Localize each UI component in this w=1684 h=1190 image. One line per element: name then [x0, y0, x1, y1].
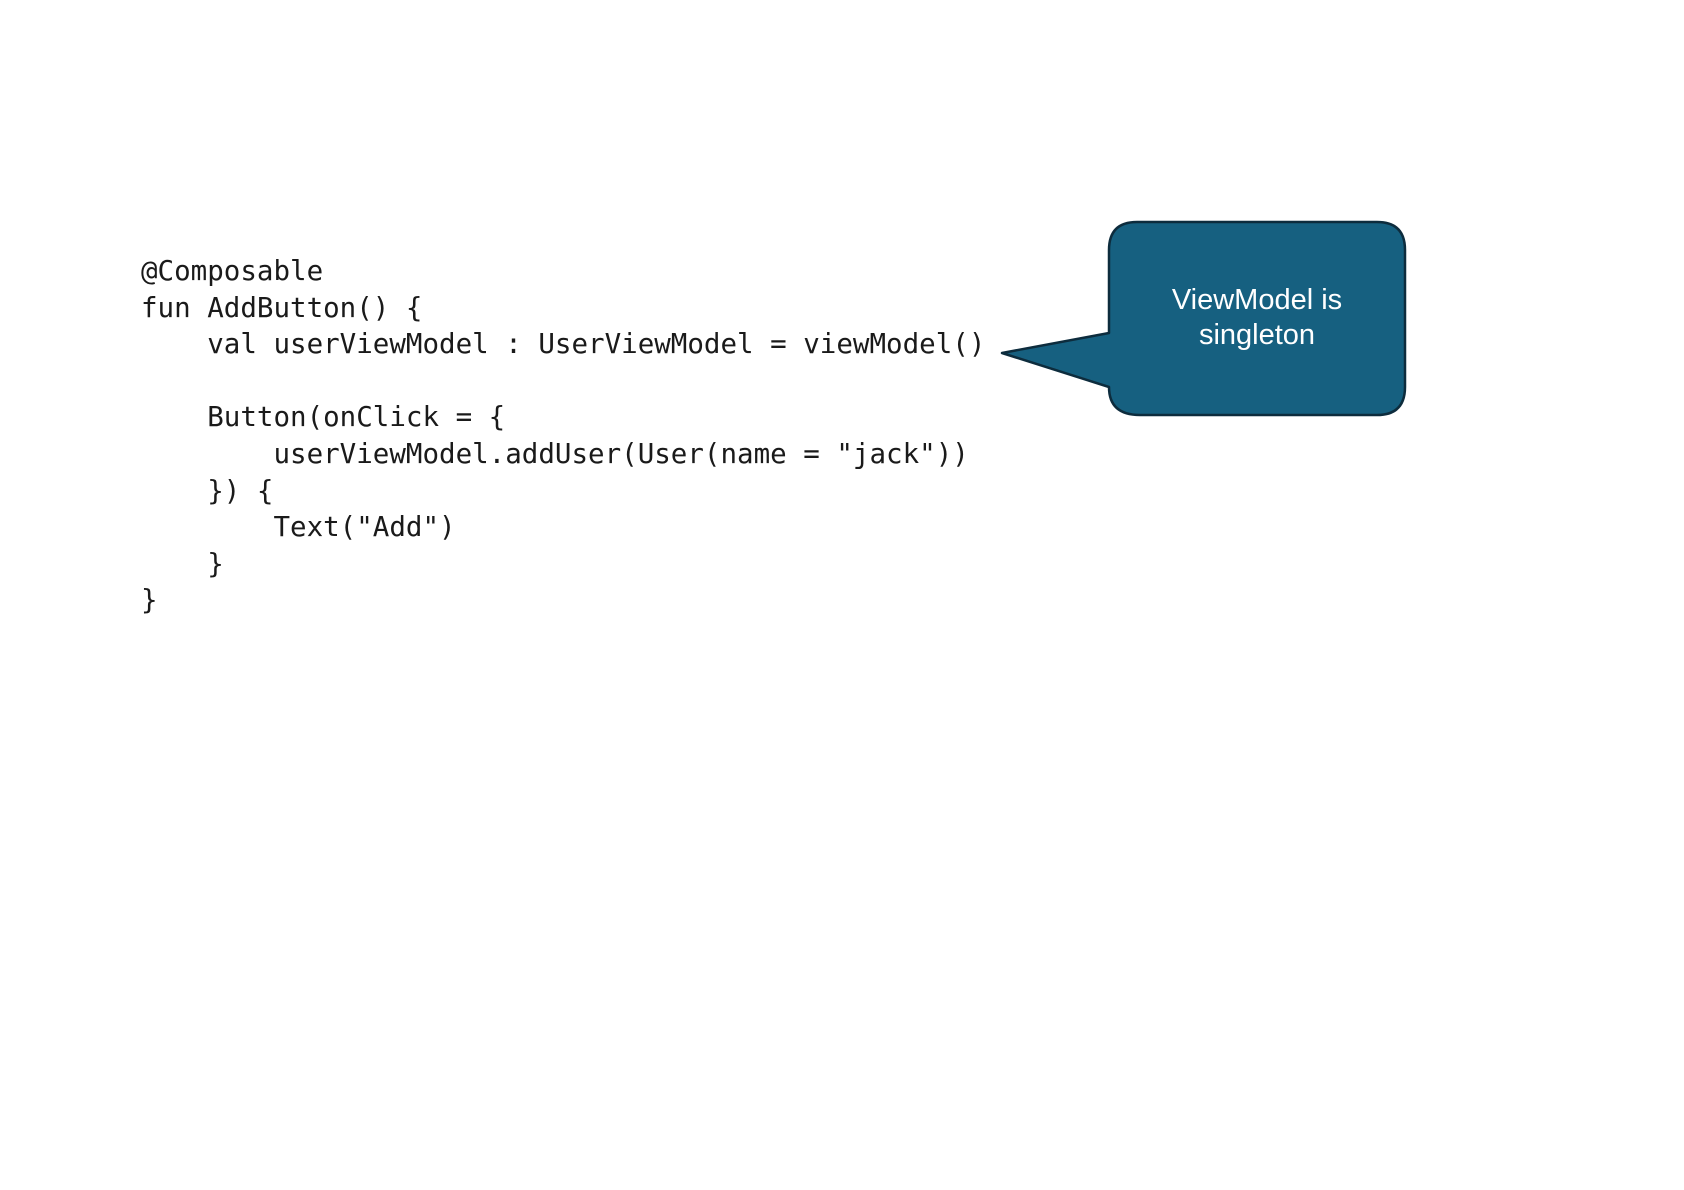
callout-bubble-path [1000, 220, 1407, 417]
callout-label: ViewModel is singleton [1171, 284, 1343, 351]
code-block: @Composable fun AddButton() { val userVi… [141, 255, 986, 617]
